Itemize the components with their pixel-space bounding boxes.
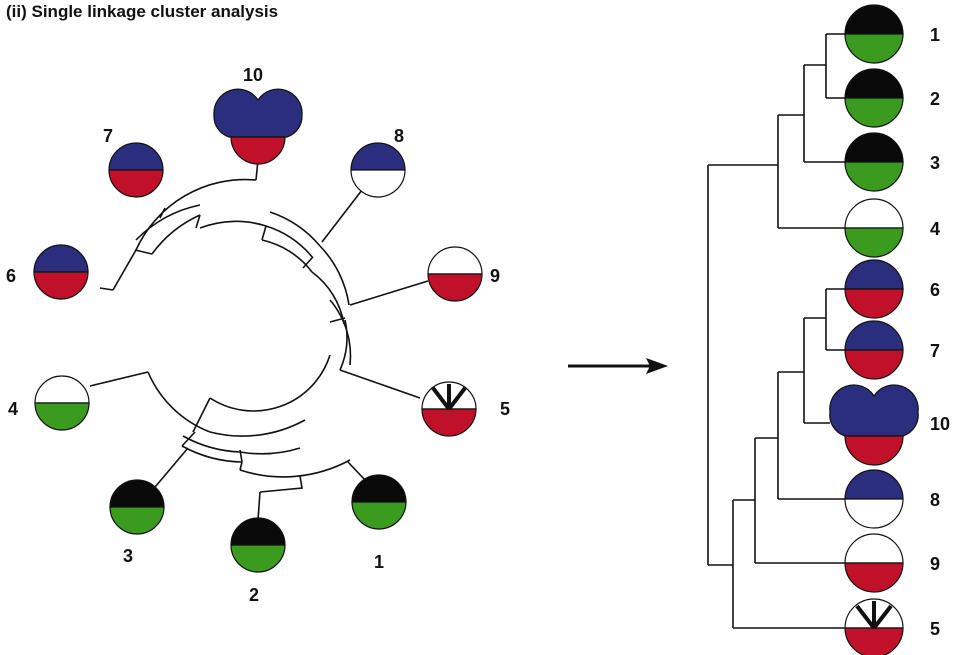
- branch: [89, 371, 149, 387]
- label-3: 3: [123, 546, 133, 566]
- branch: [349, 280, 429, 306]
- arrow-mark-icon: [855, 601, 893, 630]
- branch: [151, 214, 201, 255]
- branch: [134, 249, 153, 255]
- circular-dendrogram: [89, 159, 429, 521]
- label-7: 7: [103, 126, 113, 146]
- tree-specimen-5-disc: [844, 598, 904, 655]
- label-4: 4: [8, 399, 18, 419]
- arrow-head-icon: [646, 358, 668, 374]
- specimen-8-disc: [350, 142, 406, 198]
- label-10: 10: [243, 65, 263, 85]
- label-1: 1: [374, 552, 384, 572]
- tree-specimen-3-disc: [844, 132, 904, 192]
- specimen-10-disc: [213, 88, 303, 165]
- branch: [209, 419, 306, 437]
- branch: [339, 369, 421, 399]
- specimen-9-disc: [427, 246, 483, 302]
- specimen-5-disc: [421, 381, 477, 437]
- branch: [192, 397, 211, 433]
- rectangular-specimens: [829, 4, 919, 655]
- branch: [159, 207, 166, 219]
- page-title: (ii) Single linkage cluster analysis: [6, 2, 279, 21]
- tree-specimen-10-disc: [829, 384, 919, 466]
- tree-specimen-9-disc: [844, 533, 904, 593]
- branch: [261, 239, 313, 273]
- branch: [99, 249, 137, 291]
- branch: [181, 445, 243, 463]
- branch: [195, 214, 201, 229]
- transform-arrow: [568, 358, 668, 374]
- circular-specimens: [33, 88, 483, 573]
- branch: [147, 371, 211, 433]
- tree-specimen-4-disc: [844, 198, 904, 258]
- label-5: 5: [500, 399, 510, 419]
- specimen-1-disc: [351, 474, 407, 530]
- tree-specimen-8-disc: [844, 469, 904, 529]
- circular-labels: 1 2 3 4 5 6 7 8 9 10: [6, 65, 510, 605]
- branch: [209, 354, 331, 412]
- branch: [302, 257, 313, 269]
- rectangular-labels: 1 2 3 4 6 7 10 8 9 5: [930, 25, 950, 639]
- specimen-3-disc: [109, 479, 165, 535]
- branch: [311, 271, 345, 325]
- branch: [259, 475, 303, 493]
- branch: [321, 189, 363, 243]
- branch: [135, 178, 257, 251]
- specimen-7-disc: [108, 142, 164, 198]
- branch: [269, 211, 321, 247]
- tree-label-1: 1: [930, 25, 940, 45]
- tree-label-5: 5: [930, 619, 940, 639]
- tree-label-3: 3: [930, 153, 940, 173]
- tree-label-4: 4: [930, 219, 940, 239]
- label-9: 9: [490, 266, 500, 286]
- label-8: 8: [394, 126, 404, 146]
- branch: [329, 317, 346, 323]
- tree-label-7: 7: [930, 341, 940, 361]
- branch: [182, 435, 241, 453]
- arrow-mark-icon: [431, 384, 467, 411]
- specimen-6-disc: [33, 244, 89, 300]
- branch: [135, 204, 201, 241]
- branch: [239, 459, 351, 478]
- branch: [149, 447, 189, 494]
- label-6: 6: [6, 266, 16, 286]
- tree-specimen-7-disc: [844, 320, 904, 380]
- branch: [239, 461, 243, 471]
- specimen-2-disc: [230, 517, 286, 573]
- tree-specimen-6-disc: [844, 259, 904, 319]
- branch: [339, 319, 348, 371]
- branch: [319, 245, 350, 306]
- tree-label-2: 2: [930, 89, 940, 109]
- tree-specimen-1-disc: [844, 4, 904, 64]
- label-2: 2: [249, 585, 259, 605]
- tree-label-9: 9: [930, 554, 940, 574]
- branch: [265, 225, 314, 259]
- tree-label-10: 10: [930, 414, 950, 434]
- tree-label-8: 8: [930, 490, 940, 510]
- branch: [261, 225, 267, 241]
- rectangular-dendrogram: [707, 33, 845, 629]
- branch: [347, 461, 366, 481]
- tree-label-6: 6: [930, 280, 940, 300]
- tree-specimen-2-disc: [844, 68, 904, 128]
- branch: [257, 491, 261, 521]
- specimen-4-disc: [34, 375, 90, 431]
- branch: [199, 220, 267, 229]
- branch: [239, 447, 301, 455]
